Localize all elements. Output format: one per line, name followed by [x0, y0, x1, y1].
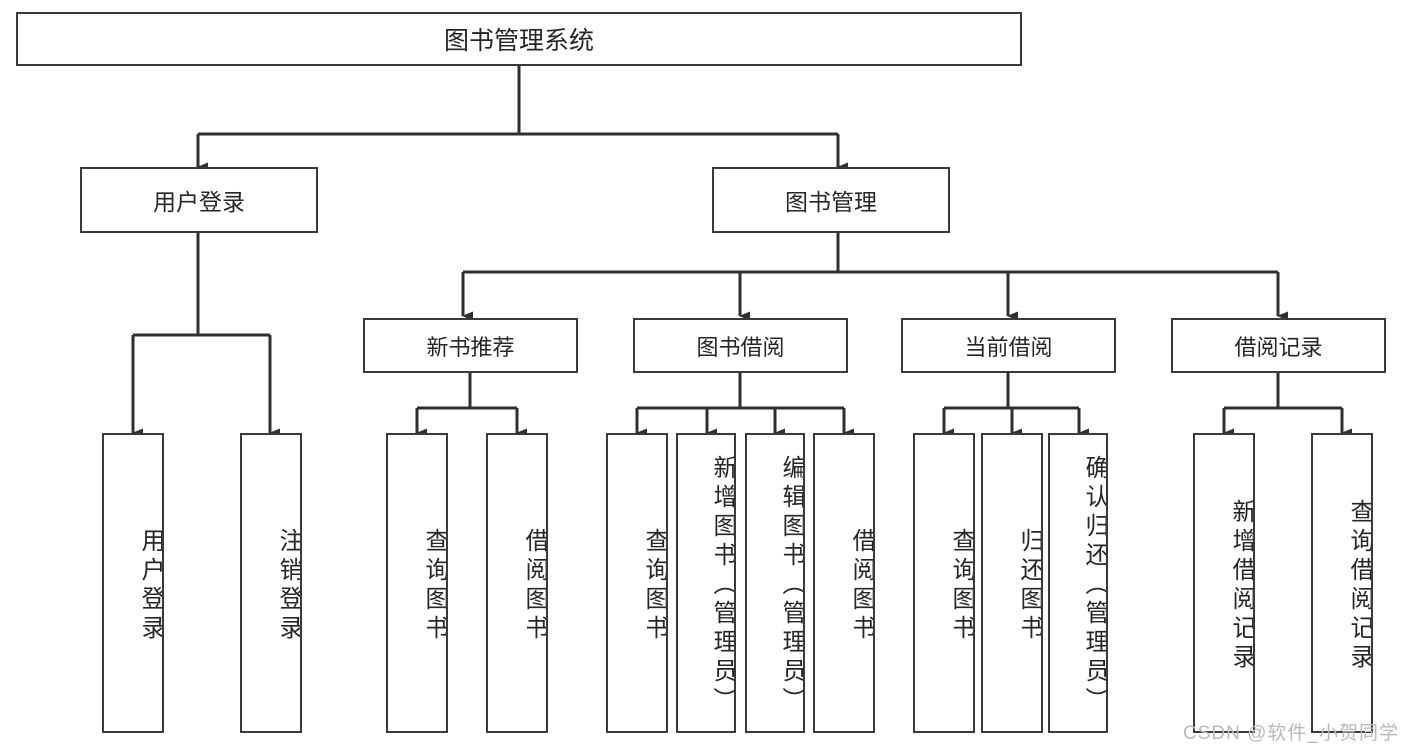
leaf-query-borrow-record[interactable]: 查询借阅记录	[1311, 433, 1373, 733]
leaf-confirm-return-admin[interactable]: 确认归还（管理员）	[1048, 433, 1108, 733]
node-new-book-recommend[interactable]: 新书推荐	[363, 318, 578, 373]
leaf-query-book-recommend[interactable]: 查询图书	[386, 433, 448, 733]
node-user-login[interactable]: 用户登录	[80, 167, 318, 233]
leaf-borrow-book-recommend[interactable]: 借阅图书	[486, 433, 548, 733]
leaf-query-book-borrow[interactable]: 查询图书	[606, 433, 668, 733]
csdn-watermark: CSDN @软件_小贺同学	[1183, 723, 1399, 744]
leaf-logout[interactable]: 注销登录	[240, 433, 302, 733]
leaf-add-borrow-record[interactable]: 新增借阅记录	[1193, 433, 1255, 733]
leaf-user-login[interactable]: 用户登录	[102, 433, 164, 733]
leaf-borrow-book[interactable]: 借阅图书	[813, 433, 875, 733]
node-book-borrow[interactable]: 图书借阅	[633, 318, 848, 373]
node-borrow-record[interactable]: 借阅记录	[1171, 318, 1386, 373]
node-book-management[interactable]: 图书管理	[712, 167, 950, 233]
leaf-edit-book-admin[interactable]: 编辑图书（管理员）	[745, 433, 805, 733]
leaf-add-book-admin[interactable]: 新增图书（管理员）	[676, 433, 736, 733]
node-current-borrow[interactable]: 当前借阅	[901, 318, 1116, 373]
leaf-query-book-current[interactable]: 查询图书	[913, 433, 975, 733]
node-root[interactable]: 图书管理系统	[16, 12, 1022, 66]
leaf-return-book[interactable]: 归还图书	[981, 433, 1043, 733]
